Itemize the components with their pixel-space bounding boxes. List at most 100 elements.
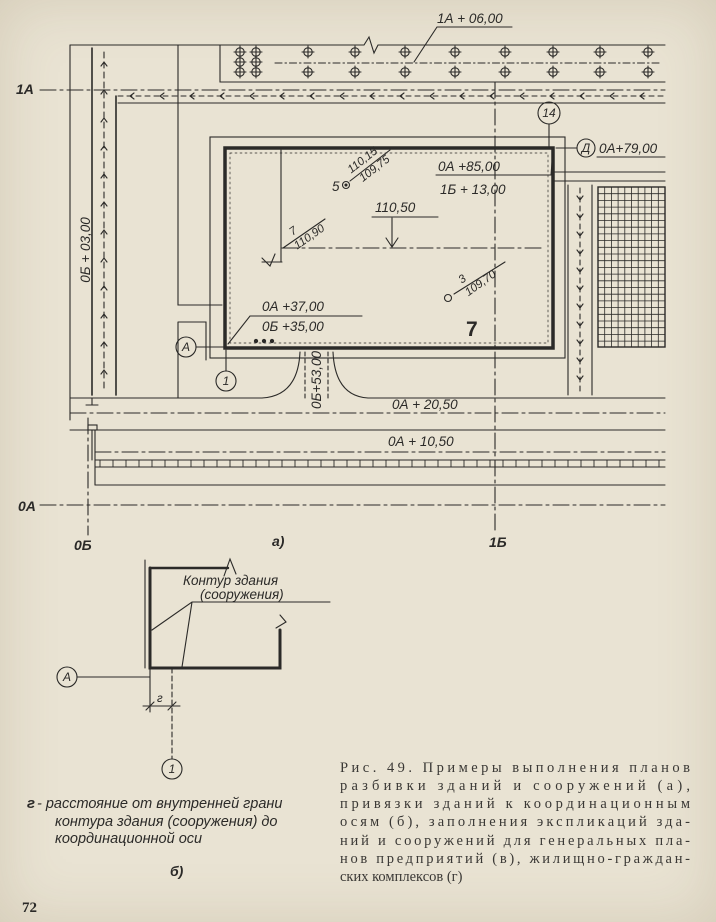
arrow-left-icon: [519, 92, 525, 100]
tree-cross: [398, 45, 412, 59]
elevation-5-number: 5: [332, 179, 340, 194]
tree-cross: [498, 45, 512, 59]
plan-frame-top: [69, 35, 666, 55]
arrow-left-icon: [249, 92, 255, 100]
arrow-left-icon: [219, 92, 225, 100]
axis-marker-d-label: Д: [580, 141, 591, 155]
contour-break-mark: [223, 557, 237, 577]
tree-cross: [641, 65, 655, 79]
wall-break-mark: [275, 614, 287, 629]
site-plan: [39, 26, 666, 536]
arrow-left-icon: [309, 92, 315, 100]
arrow-up-icon: [100, 201, 108, 207]
caption-line: нов предприятий (в), жилищно-граждан-: [340, 851, 690, 867]
tree-icon: [348, 45, 362, 59]
binding-diagram: [56, 557, 331, 780]
level-mark-icon: [261, 253, 283, 267]
driveway-coord-label: 0А+79,00: [599, 141, 658, 156]
tree-cross: [301, 65, 315, 79]
binding-axis-marker-1: [161, 758, 183, 780]
tree-cross: [498, 65, 512, 79]
sw-corner-coord-a: 0А +37,00: [262, 299, 324, 314]
axis-marker-14: [537, 101, 561, 125]
tree-icon: [398, 65, 412, 79]
arrow-up-icon: [100, 313, 108, 319]
arrow-up-icon: [100, 145, 108, 151]
arrow-left-icon: [489, 92, 495, 100]
arrow-up-icon: [100, 257, 108, 263]
tree-cross: [448, 65, 462, 79]
arrow-up-icon: [100, 369, 108, 375]
arrow-left-icon: [189, 92, 195, 100]
arrow-left-icon: [579, 92, 585, 100]
fence-ticks: [99, 459, 660, 468]
tree-icon: [498, 45, 512, 59]
arrow-left-icon: [549, 92, 555, 100]
tree-icon: [593, 45, 607, 59]
binding-axis-marker-a-label: А: [62, 670, 71, 684]
arrow-up-icon: [100, 285, 108, 291]
corner-dot: [253, 338, 259, 344]
caption-line: осям (б), заполнения экспликаций зда-: [340, 814, 690, 830]
arrow-left-icon: [339, 92, 345, 100]
caption-line: ских комплексов (г): [340, 869, 463, 885]
building-outline: [223, 146, 555, 350]
tree-cross: [546, 65, 560, 79]
tree-cross: [641, 45, 655, 59]
note-line-1: - расстояние от внутренней грани: [37, 796, 282, 812]
axis-marker-1-label: 1: [223, 374, 230, 388]
building-inner-line: [229, 152, 549, 344]
road-north-coord-label: 0А + 20,50: [392, 397, 458, 412]
elevation-3-value: 109,70: [463, 268, 499, 299]
tree-icon: [348, 65, 362, 79]
arrow-up-icon: [100, 89, 108, 95]
elevation-7-leader: [282, 218, 326, 249]
arrow-left-icon: [429, 92, 435, 100]
entrance-curve-right: [332, 351, 369, 399]
tree-icon: [593, 65, 607, 79]
note-line-2: контура здания (сооружения) до: [55, 814, 278, 830]
arrow-left-icon: [279, 92, 285, 100]
note-symbol: г: [27, 795, 35, 812]
tree-icon: [641, 45, 655, 59]
page-number: 72: [22, 900, 37, 916]
ne-corner-leader: [435, 149, 554, 176]
top-coord-leader: [413, 26, 513, 63]
note-line-3: координационной оси: [55, 831, 202, 847]
tree-cross: [546, 45, 560, 59]
caption-line: разбивки зданий и сооружений (а),: [340, 778, 690, 794]
figure-label-a: а): [272, 533, 285, 549]
axis-label-0a: 0А: [18, 498, 36, 514]
tree-icon: [546, 65, 560, 79]
tree-icon: [398, 45, 412, 59]
inner-boundary-line: [177, 44, 223, 306]
axis-marker-a-label: А: [181, 340, 190, 354]
elevation-5-leader: [349, 149, 391, 182]
tree-rows: [233, 45, 655, 79]
axis-label-1b: 1Б: [489, 534, 507, 550]
tree-cross: [233, 55, 247, 69]
binding-axis-marker-1-label: 1: [169, 762, 176, 776]
arrow-left-icon: [399, 92, 405, 100]
arrow-left-icon: [639, 92, 645, 100]
left-road-coord-label: 0Б + 03,00: [78, 217, 93, 283]
top-coord-label: 1А + 06,00: [437, 11, 503, 26]
corner-dot: [261, 338, 267, 344]
sign-post-icon: [85, 397, 99, 406]
tree-cross: [348, 45, 362, 59]
tree-icon: [498, 65, 512, 79]
arrow-up-icon: [100, 61, 108, 67]
planting-strip: [219, 44, 666, 83]
contour-label-line-1: Контур здания: [183, 573, 278, 588]
arrow-left-icon: [159, 92, 165, 100]
paved-area-grid: [597, 186, 666, 348]
tree-icon: [301, 45, 315, 59]
axis-label-0b: 0Б: [74, 537, 92, 553]
dimension-ticks: [145, 701, 177, 711]
tree-icon: [233, 55, 247, 69]
corner-dot: [269, 338, 275, 344]
arrow-left-icon: [369, 92, 375, 100]
sw-corner-coord-b: 0Б +35,00: [262, 319, 324, 334]
